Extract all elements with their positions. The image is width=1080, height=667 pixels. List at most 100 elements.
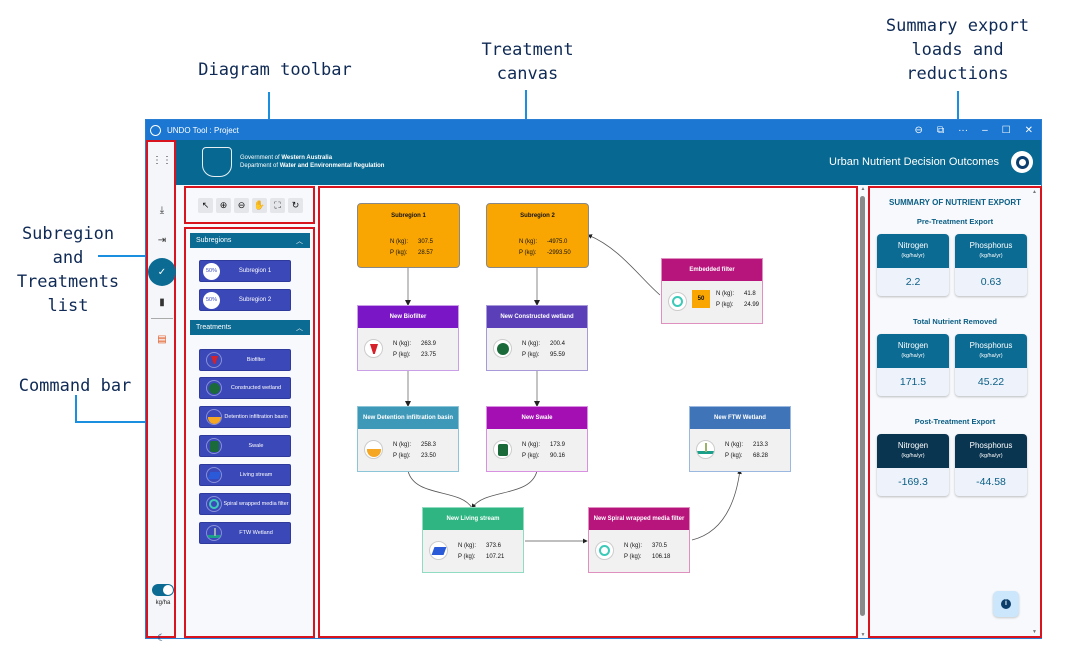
zoom-out-icon[interactable]: ⊖	[914, 124, 923, 136]
window-title: UNDO Tool : Project	[167, 125, 239, 135]
p-value: 90.16	[550, 453, 566, 459]
subregion-label: Subregion 2	[238, 297, 272, 303]
treatment-item-basin[interactable]: Detention infiltration basin	[199, 406, 291, 428]
card-post-nitrogen: Nitrogen(kg/ha/yr) -169.3	[877, 434, 949, 496]
card-pre-nitrogen: Nitrogen(kg/ha/yr) 2.2	[877, 234, 949, 296]
card-unit: (kg/ha/yr)	[979, 253, 1003, 259]
maximize-button[interactable]: ☐	[1001, 124, 1011, 136]
p-value: 107.21	[486, 554, 505, 560]
scroll-thumb[interactable]	[860, 196, 865, 616]
subregion-item[interactable]: 50% Subregion 1	[199, 260, 291, 282]
treatment-label: Swale	[248, 443, 264, 449]
subregion-item[interactable]: 50% Subregion 2	[199, 289, 291, 311]
node-title: Embedded filter	[662, 259, 762, 281]
treatments-check-icon[interactable]: ✓	[148, 258, 176, 286]
percent-badge: 50%	[203, 262, 220, 280]
p-value: 23.50	[421, 453, 437, 459]
swale-icon	[493, 440, 512, 459]
p-label: P (kg):	[716, 302, 734, 308]
callout-diagram-toolbar: Diagram toolbar	[198, 60, 352, 80]
n-label: N (kg):	[393, 341, 411, 347]
section-title: Pre-Treatment Export	[916, 217, 994, 226]
biofilter-icon	[206, 352, 222, 368]
fit-screen-icon[interactable]: ⛶	[270, 197, 285, 213]
treatments-header[interactable]: Treatments ︿	[190, 320, 310, 335]
scroll-down-icon[interactable]: ▼	[860, 632, 866, 638]
divider	[151, 318, 173, 319]
treatment-label: Detention infiltration basin	[224, 414, 288, 420]
treatment-item-biofilter[interactable]: Biofilter	[199, 349, 291, 371]
section-title: Post-Treatment Export	[914, 417, 996, 426]
callout-line	[75, 421, 167, 423]
subregions-header-label: Subregions	[196, 237, 232, 244]
node-detention-basin[interactable]: New Detention infiltration basin N (kg):…	[357, 406, 459, 472]
import-icon[interactable]: ⤓	[159, 204, 165, 216]
section-title: Total Nutrient Removed	[912, 317, 998, 326]
units-toggle[interactable]	[152, 584, 174, 596]
node-title: New FTW Wetland	[690, 407, 790, 429]
pan-hand-icon[interactable]: ✋	[252, 197, 267, 213]
scroll-up-icon[interactable]: ▲	[860, 186, 866, 192]
treatment-item-ftw[interactable]: FTW Wetland	[199, 522, 291, 544]
share-badge: 50	[692, 290, 710, 308]
export-icon[interactable]: ⇥	[157, 234, 167, 246]
treatment-label: Biofilter	[246, 357, 266, 363]
card-value: -44.58	[976, 476, 1006, 488]
info-button[interactable]: i	[993, 591, 1019, 617]
n-value: 370.5	[652, 543, 668, 549]
chevron-up-icon[interactable]: ︿	[296, 237, 303, 245]
treatment-label: Living stream	[239, 472, 273, 478]
screen-icon[interactable]: ⧉	[936, 124, 945, 136]
close-button[interactable]: ✕	[1024, 124, 1033, 136]
spiral-filter-icon	[668, 292, 687, 311]
connector	[471, 470, 538, 509]
apps-grid-icon[interactable]: ⋮⋮	[152, 154, 172, 166]
moon-icon[interactable]: ☾	[157, 633, 166, 644]
callout-summary-export: Summary export loads and reductions	[885, 16, 1030, 84]
chevron-up-icon[interactable]: ︿	[296, 324, 303, 332]
report-icon[interactable]: ▤	[157, 333, 167, 345]
card-removed-phosphorus: Phosphorus(kg/ha/yr) 45.22	[955, 334, 1027, 396]
p-label: P (kg):	[393, 453, 411, 459]
reset-icon[interactable]: ↻	[288, 197, 303, 213]
dept-name: Water and Environmental Regulation	[279, 163, 385, 169]
scroll-down-icon[interactable]: ▼	[1032, 629, 1037, 635]
node-spiral-filter[interactable]: New Spiral wrapped media filter N (kg):3…	[588, 507, 690, 573]
canvas-scrollbar[interactable]: ▲ ▼	[859, 186, 867, 638]
document-icon[interactable]: ▮	[159, 296, 165, 308]
connector	[587, 234, 661, 296]
treatment-item-spiral[interactable]: Spiral wrapped media filter	[199, 493, 291, 515]
p-label: P (kg):	[522, 352, 540, 358]
more-icon[interactable]: ···	[958, 124, 969, 136]
p-value: 23.75	[421, 352, 437, 358]
subregion-label: Subregion 1	[238, 268, 272, 274]
treatment-item-living-stream[interactable]: Living stream	[199, 464, 291, 486]
pointer-icon[interactable]: ↖	[198, 197, 213, 213]
summary-title: SUMMARY OF NUTRIENT EXPORT	[888, 198, 1021, 207]
card-value: 0.63	[980, 276, 1002, 288]
zoom-in-icon[interactable]: ⊕	[216, 197, 231, 213]
subregions-header[interactable]: Subregions ︿	[190, 233, 310, 248]
treatment-item-swale[interactable]: Swale	[199, 435, 291, 457]
minimize-button[interactable]: –	[982, 124, 988, 136]
node-title: New Living stream	[423, 508, 523, 530]
treatment-item-wetland[interactable]: Constructed wetland	[199, 377, 291, 399]
gov-line2: Department of	[240, 163, 280, 169]
app-title: Urban Nutrient Decision Outcomes	[829, 156, 999, 168]
connector	[691, 469, 742, 541]
scroll-up-icon[interactable]: ▲	[1032, 189, 1037, 195]
p-value: 68.28	[753, 453, 769, 459]
zoom-out-icon[interactable]: ⊖	[234, 197, 249, 213]
n-label: N (kg):	[522, 341, 540, 347]
app-window: UNDO Tool : Project ⊖ ⧉ ··· – ☐ ✕ Govern…	[145, 119, 1042, 644]
connector-layer	[405, 234, 742, 544]
